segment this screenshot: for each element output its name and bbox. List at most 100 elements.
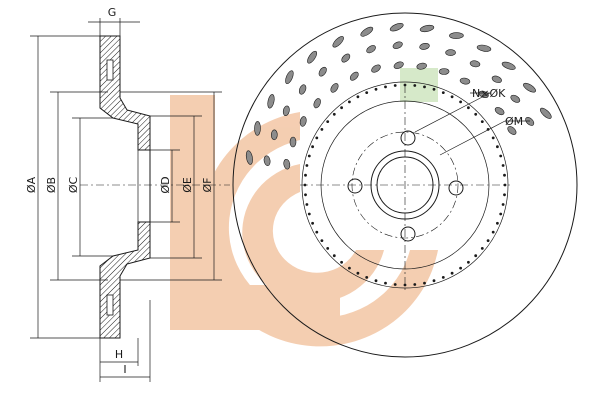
width-dimensions	[88, 18, 151, 382]
perforation-dot	[423, 281, 426, 285]
perforation-dot	[450, 95, 454, 99]
perforation-dot	[486, 239, 490, 243]
vent-slot	[283, 158, 291, 170]
vent-slot	[371, 64, 381, 73]
vent-slot	[299, 116, 307, 127]
perforation-dot	[356, 271, 360, 275]
vent-slot	[392, 41, 403, 49]
perforation-dot	[303, 183, 307, 187]
perforation-dot	[305, 203, 309, 206]
vent-slot	[469, 60, 481, 68]
vent-slot	[254, 121, 261, 136]
perforation-dot	[413, 84, 417, 87]
perforation-dot	[491, 136, 495, 140]
perforation-dot	[332, 112, 336, 116]
perforation-dot	[459, 100, 462, 104]
perforation-dot	[491, 230, 495, 234]
vent-slot	[459, 77, 471, 85]
perforation-dot	[441, 91, 445, 94]
perforation-dot	[348, 100, 351, 104]
vent-slot	[341, 53, 351, 63]
watermark-inner-arc	[242, 164, 384, 303]
perforation-dot	[450, 271, 454, 275]
label-m: ØM	[505, 115, 523, 128]
perforation-dot	[320, 127, 324, 131]
label-f: ØF	[201, 178, 214, 193]
perforation-dot	[332, 254, 336, 258]
perforation-dot	[348, 266, 351, 270]
perforation-dot	[311, 145, 314, 149]
perforation-dot	[403, 83, 407, 87]
vent-slot	[416, 62, 427, 70]
perforation-dot	[413, 283, 417, 286]
perforation-dot	[496, 145, 499, 149]
perforation-dot	[467, 260, 470, 264]
perforation-dot	[432, 279, 436, 283]
vent-slot	[445, 49, 456, 56]
section-vent-upper	[106, 59, 114, 81]
diameter-dimensions	[30, 35, 222, 339]
watermark-bar-bottom	[170, 285, 340, 330]
vent-slot	[270, 129, 278, 141]
perforation-dot	[340, 106, 343, 110]
vent-slot	[349, 71, 359, 81]
edge-perforations	[303, 83, 507, 287]
disc-outer-edge	[232, 12, 578, 358]
vent-slot	[539, 107, 552, 119]
perforation-dot	[496, 221, 499, 225]
label-g: G	[108, 6, 117, 19]
vent-slot	[313, 98, 321, 109]
perforation-dot	[307, 212, 311, 216]
perforation-dot	[365, 91, 369, 94]
perforation-dot	[432, 87, 436, 91]
perforation-dot	[307, 154, 311, 158]
perforation-dot	[365, 276, 369, 279]
perforation-dot	[356, 95, 360, 99]
section-vent-lower	[106, 294, 114, 316]
vent-slot	[282, 105, 290, 117]
perforation-dot	[480, 120, 484, 123]
label-e: ØE	[181, 177, 194, 193]
vent-slot	[476, 44, 492, 52]
label-i: I	[123, 363, 126, 376]
vent-slot	[438, 68, 450, 75]
perforation-dot	[304, 193, 307, 197]
perforation-dot	[326, 120, 330, 123]
label-c: ØC	[67, 177, 80, 194]
perforation-dot	[304, 173, 307, 177]
perforation-dot	[374, 279, 378, 283]
vent-slot	[449, 32, 464, 39]
label-b: ØB	[45, 177, 58, 193]
perforation-dot	[467, 106, 470, 110]
vent-slot	[525, 117, 535, 126]
bolt-hole-top	[400, 130, 416, 146]
vent-slot	[393, 61, 404, 69]
perforation-dot	[403, 283, 407, 287]
perforation-dot	[311, 221, 314, 225]
perforation-dot	[459, 266, 462, 270]
perforation-dot	[384, 281, 387, 285]
vent-slot	[289, 136, 297, 148]
vent-slot	[523, 82, 536, 93]
watermark-logo	[170, 68, 438, 347]
vent-slot	[245, 150, 253, 165]
vent-slot	[494, 107, 505, 116]
vent-slot	[419, 42, 430, 50]
bolt-hole-right	[448, 180, 464, 196]
perforation-dot	[474, 112, 478, 116]
perforation-dot	[423, 85, 426, 89]
label-d: ØD	[159, 176, 172, 193]
perforation-dot	[480, 247, 484, 250]
perforation-dot	[393, 84, 397, 87]
perforation-dot	[315, 230, 319, 234]
perforation-dot	[393, 283, 397, 286]
vent-slot	[307, 50, 318, 64]
ventilation-slots	[245, 23, 552, 170]
perforation-dot	[374, 87, 378, 91]
vent-slot	[263, 155, 271, 166]
section-upper-cheek	[99, 35, 151, 151]
perforation-dot	[501, 164, 505, 167]
perforation-dot	[326, 247, 330, 250]
vent-slot	[360, 26, 374, 37]
